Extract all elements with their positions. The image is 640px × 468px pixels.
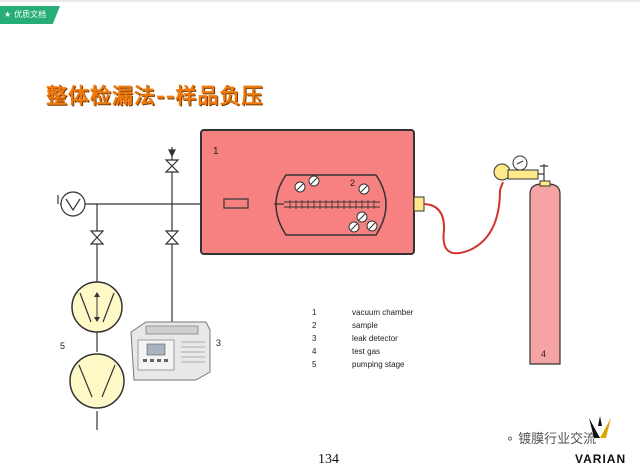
detector-valve-icon [164,230,180,245]
badge-label: 优质文档 [14,10,47,19]
watermark-text: 镀膜行业交流 [518,431,597,446]
sample-number: 2 [350,178,355,188]
quality-doc-badge: ★优质文档 [0,6,60,24]
chamber-inlet-fitting [223,198,249,209]
screw-icon [308,175,320,187]
pressure-regulator-icon [493,155,548,184]
test-gas-bottle [529,180,561,365]
detector-number: 3 [216,338,221,348]
wechat-icon: ⚬ [505,432,516,446]
screw-icon [348,221,360,233]
pumping-stage-lower [69,353,125,409]
test-gas-hose [423,181,504,255]
leak-detector-unit [130,321,211,381]
screw-icon [358,183,370,195]
chamber-number: 1 [213,146,219,157]
pump-valve-icon [89,230,105,245]
brand-name: VARIAN [575,452,627,466]
page-number: 134 [318,452,339,467]
chamber-outlet-fitting [413,196,425,212]
screw-icon [366,220,378,232]
pumping-stage-number: 5 [60,341,65,351]
vacuum-gauge-icon [60,191,86,217]
varian-logo-icon [589,416,611,438]
vent-valve-icon [164,147,180,173]
watermark: ⚬镀膜行业交流 [505,428,596,447]
page-title: 整体检漏法--样品负压 [46,83,264,108]
screw-icon [356,211,368,223]
screw-icon [294,181,306,193]
pumping-stage-upper [71,281,123,333]
top-divider [0,0,640,2]
star-icon: ★ [4,10,12,19]
gas-bottle-number: 4 [541,349,546,359]
